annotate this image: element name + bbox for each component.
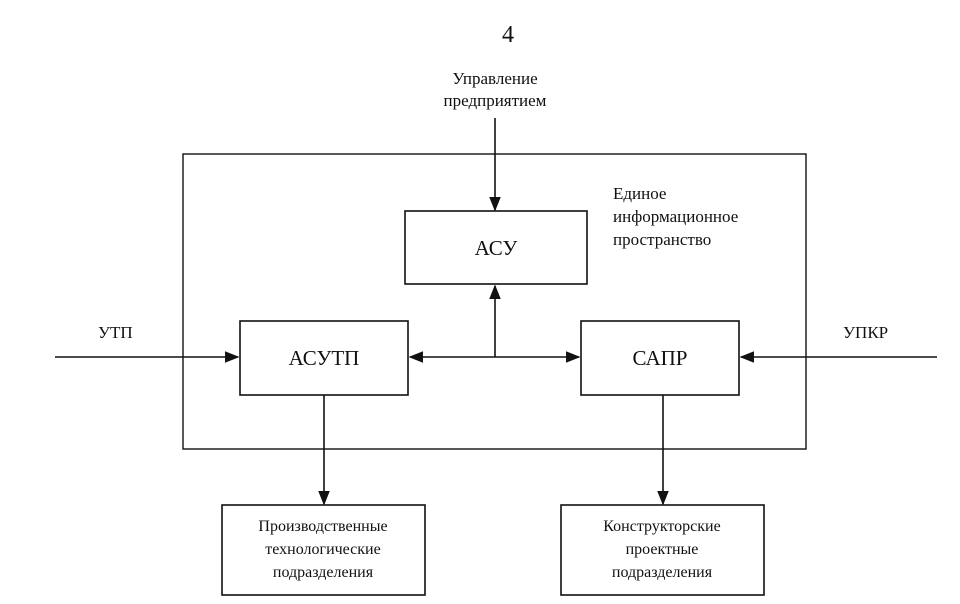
top-input-label-line-1: Управление bbox=[452, 69, 537, 88]
asu-label: АСУ bbox=[475, 236, 518, 260]
design-label-line-1: Конструкторские bbox=[603, 518, 720, 535]
design-label-line-3: подразделения bbox=[612, 564, 713, 581]
page-number: 4 bbox=[502, 22, 514, 48]
production-label-line-3: подразделения bbox=[273, 564, 374, 581]
space-label-line-1: Единое bbox=[613, 184, 666, 203]
right-input-label: УПКР bbox=[843, 323, 888, 342]
space-label-line-2: информационное bbox=[613, 207, 738, 226]
sapr-label: САПР bbox=[633, 346, 688, 370]
production-departments-block bbox=[221, 504, 426, 596]
left-input-label: УТП bbox=[98, 323, 133, 342]
design-label-line-2: проектные bbox=[626, 541, 699, 558]
design-departments-block bbox=[560, 504, 765, 596]
production-label-line-2: технологические bbox=[265, 541, 380, 558]
sapr-block bbox=[580, 320, 740, 396]
space-label-line-3: пространство bbox=[613, 230, 711, 249]
top-input-label-line-2: предприятием bbox=[444, 91, 547, 110]
production-label-line-1: Производственные bbox=[258, 518, 387, 535]
asu-block bbox=[404, 210, 588, 285]
asutp-label: АСУТП bbox=[289, 346, 360, 370]
